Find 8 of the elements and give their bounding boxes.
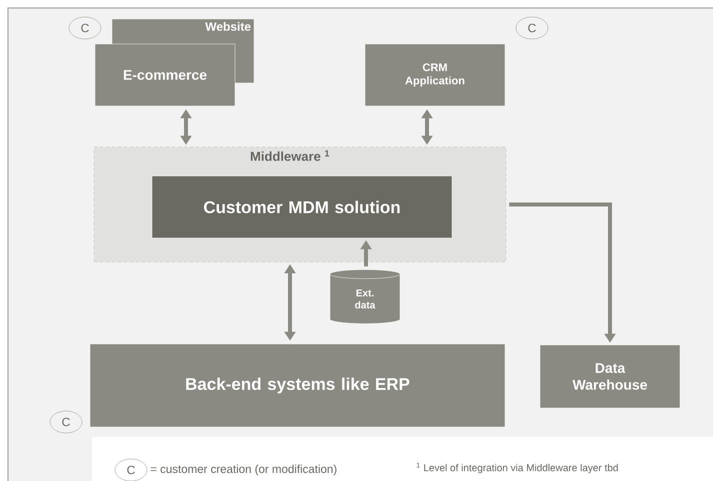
system-box: Back-end systems like ERP: [90, 344, 506, 428]
system-box: E-commerce: [94, 44, 236, 106]
footnote: $^{1}$ Level of integration via Middleware layer tbd: [416, 462, 618, 474]
legend-text: = customer creation (or modification): [150, 464, 336, 476]
system-box: CRM Application: [364, 44, 506, 106]
solution-box: Customer MDM solution: [152, 176, 452, 238]
database-cylinder: Ext. data: [330, 269, 400, 324]
system-box: Data Warehouse: [540, 344, 680, 408]
